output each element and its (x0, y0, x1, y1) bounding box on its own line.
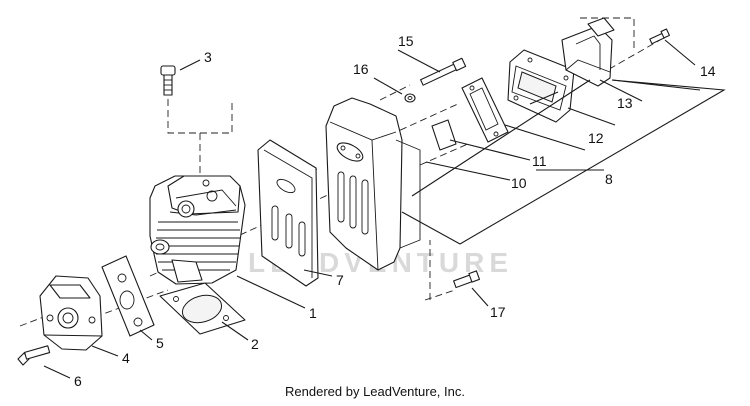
leader-lines (43, 39, 726, 379)
callout-7: 7 (336, 272, 344, 288)
part-1-cylinder (149, 175, 246, 285)
callout-14: 14 (700, 63, 716, 79)
part-16-washer (404, 93, 416, 103)
callout-17: 17 (490, 304, 506, 320)
part-12-cover-plate (507, 49, 575, 123)
part-7-heat-shield (257, 139, 319, 287)
callout-11: 11 (532, 153, 547, 169)
part-14-screw (649, 28, 670, 45)
part-2-base-gasket (159, 282, 246, 335)
render-credit: Rendered by LeadVenture, Inc. (285, 384, 465, 399)
callout-1: 1 (309, 305, 317, 321)
part-4-manifold (39, 275, 103, 351)
part-3-bolt (160, 65, 176, 96)
part-15-long-bolt (420, 57, 467, 86)
part-6-screw (17, 345, 51, 366)
part-10-gasket (431, 119, 457, 151)
callout-12: 12 (588, 130, 604, 146)
callout-5: 5 (156, 335, 164, 351)
callout-8: 8 (605, 171, 613, 187)
callouts: 3 1 2 4 5 6 7 8 10 11 12 13 14 15 16 17 (74, 33, 716, 389)
callout-4: 4 (122, 350, 130, 366)
callout-15: 15 (398, 33, 414, 49)
part-13-bracket (561, 17, 615, 87)
part-11-plate (461, 77, 509, 143)
part-17-screw (453, 270, 481, 289)
callout-2: 2 (251, 336, 259, 352)
callout-16: 16 (353, 61, 369, 77)
callout-13: 13 (617, 95, 633, 111)
callout-6: 6 (74, 373, 82, 389)
callout-3: 3 (204, 49, 212, 65)
part-5-gasket (101, 255, 155, 337)
callout-10: 10 (511, 175, 527, 191)
part-8-muffler (325, 97, 421, 271)
